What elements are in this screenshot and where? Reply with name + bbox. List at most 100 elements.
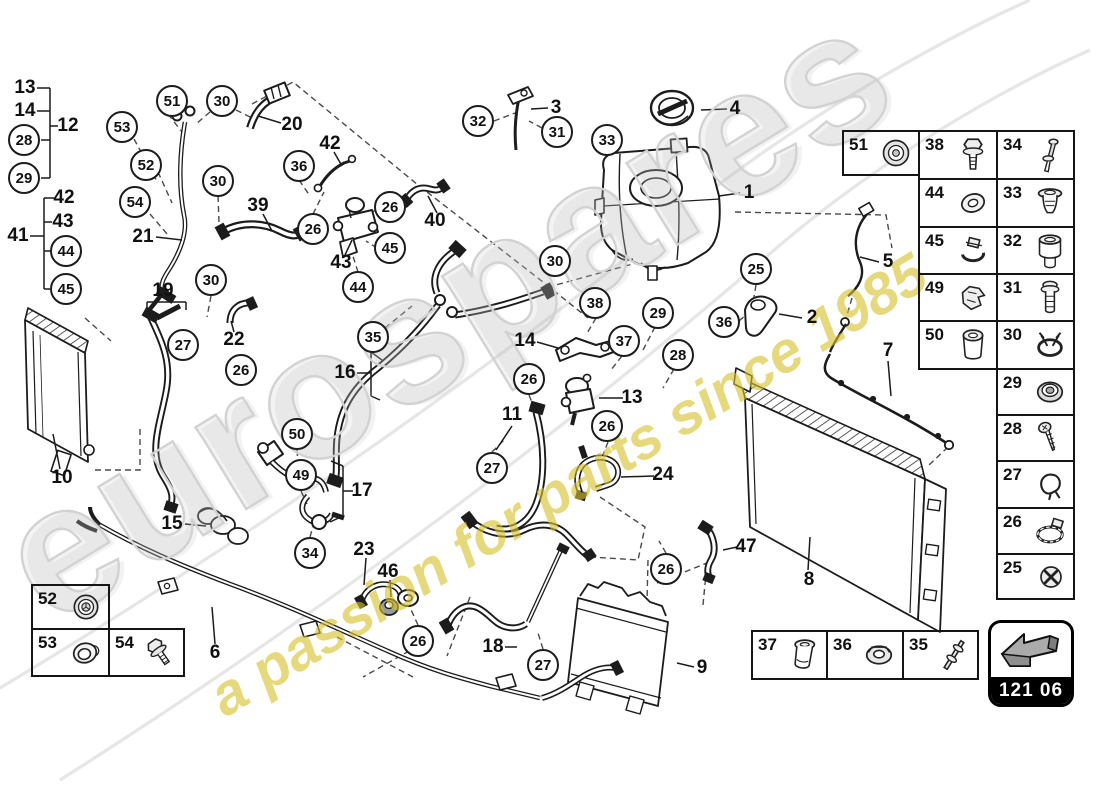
part-branch-24 [574,445,622,502]
panel-cell-34: 34 [996,130,1075,180]
part-expansion-tank [594,137,721,281]
hose-clamp-icon [961,235,986,262]
panel-cell-49: 49 [918,273,998,322]
part-hose-16 [326,239,557,489]
part-number: 26 [1003,512,1022,531]
rubber-sleeve-icon [962,329,984,360]
part-elbow-22 [226,296,259,324]
part-hose-47 [697,519,718,585]
panel-cell-26: 26 [996,507,1075,555]
part-number: 35 [909,635,928,654]
panel-cell-36: 36 [826,630,904,680]
cross-cap-icon [1039,565,1063,588]
part-number: 31 [1003,278,1022,297]
panel-cell-32: 32 [996,226,1075,275]
part-small-radiator [567,581,669,715]
panel-cell-52: 52 [31,584,110,630]
part-number: 29 [1003,373,1022,392]
part-number: 54 [115,633,134,652]
panel-cell-31: 31 [996,273,1075,322]
part-number: 36 [833,635,852,654]
part-number: 27 [1003,465,1022,484]
panel-cell-44: 44 [918,178,998,228]
part-number: 50 [925,325,944,344]
panel-cell-28: 28 [996,414,1075,462]
part-number: 34 [1003,135,1022,154]
sleeve-nut-icon [794,639,816,669]
part-number: 44 [925,183,944,202]
part-bracket-2 [744,295,778,337]
screw-plug-icon [1037,188,1063,214]
part-group-code: 121 06 [991,677,1071,704]
part-number: 37 [758,635,777,654]
construction-lines [61,81,949,678]
flange-bolt-icon [144,635,175,669]
part-number: 30 [1003,325,1022,344]
part-pipe-6 [75,506,625,701]
part-main-radiator [733,367,947,633]
panel-cell-25: 25 [996,553,1075,600]
round-grommet-icon [73,594,99,620]
panel-cell-53: 53 [31,628,110,677]
part-hose-11 [460,400,597,563]
pulley-icon [882,139,910,167]
leader-lines [30,87,892,668]
part-grommet-set-15 [197,507,249,545]
part-number: 32 [1003,231,1022,250]
seal-washer-icon [70,638,102,666]
worm-clamp-icon [1036,516,1065,544]
watermark-swoosh [0,0,1091,782]
part-number: 38 [925,135,944,154]
tapping-screw-icon [1036,420,1057,452]
washer-icon [958,190,988,216]
panel-cell-35: 35 [902,630,979,680]
spring-clip-icon [1040,473,1061,501]
part-bracket-42 [313,154,357,193]
part-group-code-box: 121 06 [988,620,1074,707]
panel-cell-30: 30 [996,320,1075,370]
part-hose-20 [246,81,291,130]
part-valve-13 [560,373,595,426]
part-hose-18 [438,542,570,635]
part-wire-7 [823,353,955,451]
part-number: 28 [1003,419,1022,438]
panel-cell-45: 45 [918,226,998,275]
part-hose-19 [141,303,182,514]
hex-bolt-icon [962,138,984,170]
clip-bracket-icon [961,285,986,310]
part-number: 49 [925,278,944,297]
part-hose-39 [214,220,309,242]
part-number: 45 [925,231,944,250]
part-wire-5 [828,201,875,353]
part-pipe-21 [148,105,196,311]
panel-cell-38: 38 [918,130,998,180]
part-tank-cap [649,89,695,127]
part-number: 51 [849,135,868,154]
part-number: 53 [38,633,57,652]
spring-clamp-icon [1037,331,1063,357]
part-grommet-46 [379,598,399,616]
grommet-icon [1036,381,1064,403]
bushing-icon [1038,233,1062,268]
flange-grommet-icon [865,645,893,665]
part-number: 25 [1003,558,1022,577]
part-valve-43 [332,197,379,258]
panel-cell-33: 33 [996,178,1075,228]
part-number: 52 [38,589,57,608]
panel-cell-27: 27 [996,460,1075,509]
part-bracket-14 [555,337,620,362]
panel-cell-54: 54 [108,628,185,677]
panel-cell-37: 37 [751,630,828,680]
part-number: 33 [1003,183,1022,202]
part-hose-40 [398,178,451,208]
part-bracket-3 [507,86,534,151]
stud-plug-icon [1040,280,1060,313]
panel-cell-50: 50 [918,320,998,370]
panel-cell-51: 51 [842,130,920,176]
expansion-pin-icon [1042,138,1059,173]
part-aux-radiator-left [24,307,95,477]
group-arrow-icon [1000,633,1059,667]
panel-cell-29: 29 [996,368,1075,416]
